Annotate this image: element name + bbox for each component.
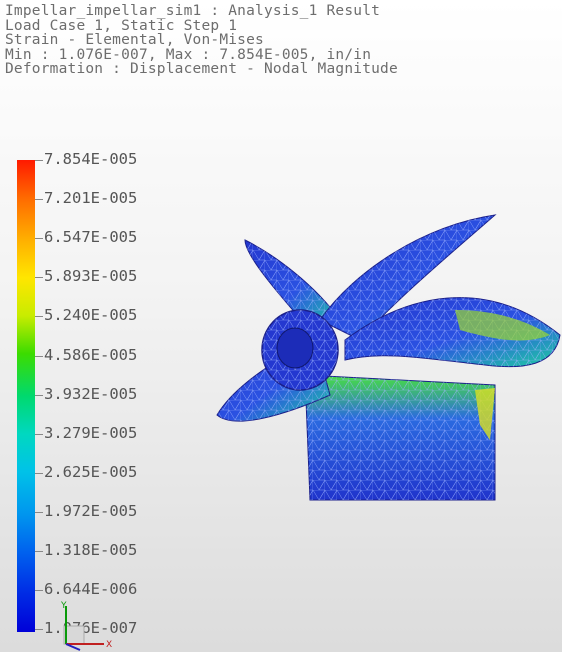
legend-tick-11	[35, 590, 43, 592]
legend-tick-0	[35, 160, 43, 161]
legend-value-0: 7.854E-005	[44, 150, 138, 168]
legend-tick-12	[35, 629, 43, 631]
legend-tick-1	[35, 199, 43, 201]
legend-tick-7	[35, 433, 43, 435]
result-header: Impellar_impellar_sim1 : Analysis_1 Resu…	[5, 4, 398, 77]
legend-tick-10	[35, 551, 43, 552]
triad-y-label: Y	[60, 601, 67, 611]
legend-tick-2	[35, 238, 43, 240]
header-deformation: Deformation : Displacement - Nodal Magni…	[5, 61, 398, 77]
legend-value-7: 3.279E-005	[44, 423, 138, 442]
legend-tick-8	[35, 472, 43, 474]
impeller-mesh-icon[interactable]	[205, 200, 562, 524]
header-title: Impellar_impellar_sim1 : Analysis_1 Resu…	[5, 3, 381, 19]
legend-tick-3	[35, 277, 43, 279]
legend-value-3: 5.893E-005	[44, 267, 138, 286]
header-min-max: Min : 1.076E-007, Max : 7.854E-005, in/i…	[5, 46, 372, 63]
legend-tick-5	[35, 355, 43, 357]
color-legend-bar	[17, 160, 35, 632]
legend-tick-6	[35, 394, 43, 396]
header-result-type: Strain - Elemental, Von-Mises	[5, 32, 264, 48]
coordinate-triad-icon: Y X	[58, 600, 118, 656]
legend-value-1: 7.201E-005	[44, 189, 138, 208]
header-load-case: Load Case 1, Static Step 1	[5, 17, 238, 34]
triad-x-label: X	[106, 640, 112, 650]
legend-value-10: 1.318E-005	[44, 541, 138, 559]
legend-value-6: 3.932E-005	[44, 384, 138, 403]
legend-value-2: 6.547E-005	[44, 228, 138, 247]
legend-value-9: 1.972E-005	[44, 501, 138, 520]
legend-tick-4	[35, 316, 43, 318]
impeller-model	[216, 214, 561, 501]
legend-value-5: 4.586E-005	[44, 345, 138, 364]
legend-value-4: 5.240E-005	[44, 306, 138, 325]
legend-value-8: 2.625E-005	[44, 462, 138, 481]
legend-value-11: 6.644E-006	[44, 580, 138, 599]
legend-tick-9	[35, 511, 43, 513]
